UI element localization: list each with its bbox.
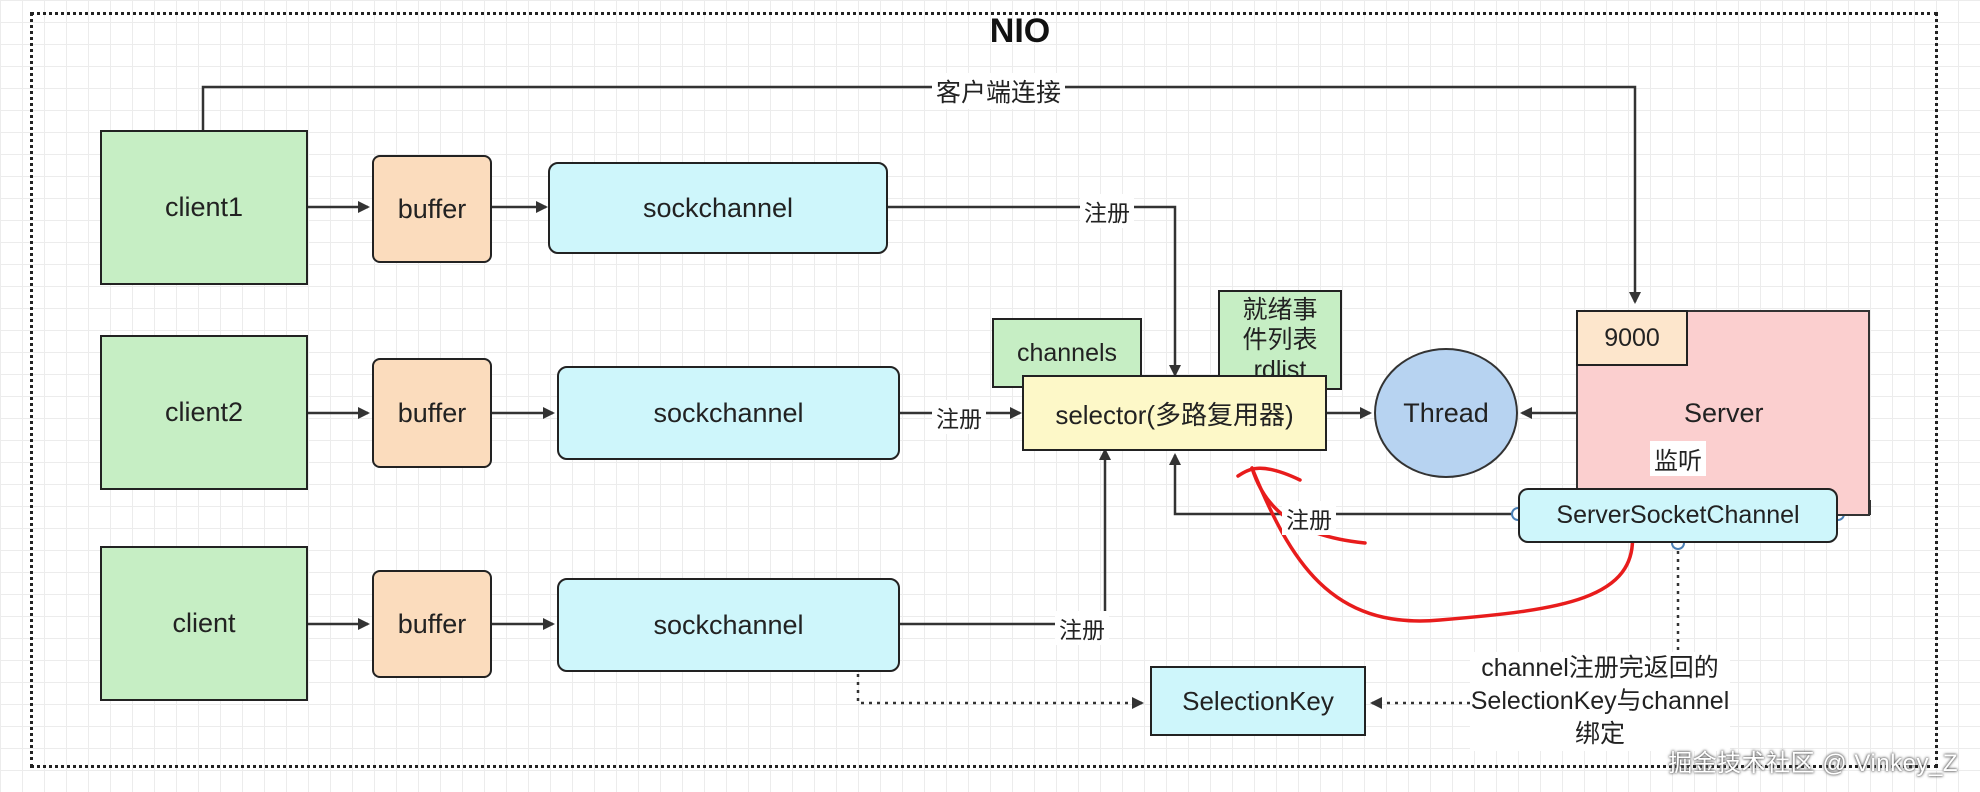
selection-key-label: SelectionKey bbox=[1182, 685, 1334, 716]
buffer2-label: buffer bbox=[397, 397, 467, 428]
channels-label: channels bbox=[1016, 338, 1118, 367]
buffer1-box: buffer bbox=[372, 155, 492, 263]
register-label-3: 注册 bbox=[1055, 611, 1109, 645]
red-annotation-curve bbox=[1250, 466, 1635, 623]
client-connect-label: 客户端连接 bbox=[932, 73, 1066, 109]
register-line-3 bbox=[900, 448, 1111, 626]
register-label-2: 注册 bbox=[932, 400, 986, 434]
thread-label: Thread bbox=[1403, 397, 1489, 428]
client-connect-line bbox=[201, 85, 1641, 304]
client3-label: client bbox=[172, 608, 236, 638]
selection-key-box: SelectionKey bbox=[1150, 666, 1366, 736]
sockchannel3-label: sockchannel bbox=[653, 609, 804, 640]
selector-label: selector(多路复用器) bbox=[1055, 399, 1294, 430]
buffer2-box: buffer bbox=[372, 358, 492, 468]
sockchannel3-box: sockchannel bbox=[557, 578, 900, 672]
sockchannel1-label: sockchannel bbox=[642, 192, 794, 223]
dotted-channel-to-key bbox=[856, 674, 1144, 709]
selection-key-note: channel注册完返回的SelectionKey与channel绑定 bbox=[1470, 652, 1730, 751]
sockchannel1-box: sockchannel bbox=[548, 162, 888, 254]
register-label-ssc: 注册 bbox=[1282, 501, 1336, 535]
client2-label: client2 bbox=[164, 397, 244, 427]
diagram-title: NIO bbox=[989, 12, 1051, 50]
port-label: 9000 bbox=[1604, 323, 1660, 352]
server-box: Server bbox=[1576, 310, 1870, 516]
sockchannel2-label: sockchannel bbox=[653, 397, 804, 428]
buffer1-label: buffer bbox=[397, 193, 467, 224]
client3-box: client bbox=[100, 546, 308, 701]
client2-box: client2 bbox=[100, 335, 308, 490]
register-line-1 bbox=[888, 205, 1181, 377]
register-line-ssc bbox=[1169, 453, 1518, 516]
server-label: Server bbox=[1684, 398, 1764, 428]
server-socket-channel-box: ServerSocketChannel bbox=[1518, 488, 1838, 543]
listen-label: 监听 bbox=[1650, 441, 1706, 476]
port-box: 9000 bbox=[1576, 310, 1688, 366]
nio-boundary bbox=[30, 12, 1938, 768]
buffer3-label: buffer bbox=[397, 608, 467, 639]
register-label-1: 注册 bbox=[1080, 194, 1134, 228]
client1-label: client1 bbox=[164, 192, 244, 222]
buffer3-box: buffer bbox=[372, 570, 492, 678]
sockchannel2-box: sockchannel bbox=[557, 366, 900, 460]
rdlist-label: 就绪事件列表rdlist bbox=[1242, 296, 1318, 384]
selector-box: selector(多路复用器) bbox=[1022, 375, 1327, 451]
server-socket-channel-label: ServerSocketChannel bbox=[1556, 501, 1800, 529]
client1-box: client1 bbox=[100, 130, 308, 285]
watermark: 掘金技术社区 @ Vinkey_Z bbox=[1668, 750, 1958, 777]
thread-node: Thread bbox=[1374, 348, 1518, 478]
